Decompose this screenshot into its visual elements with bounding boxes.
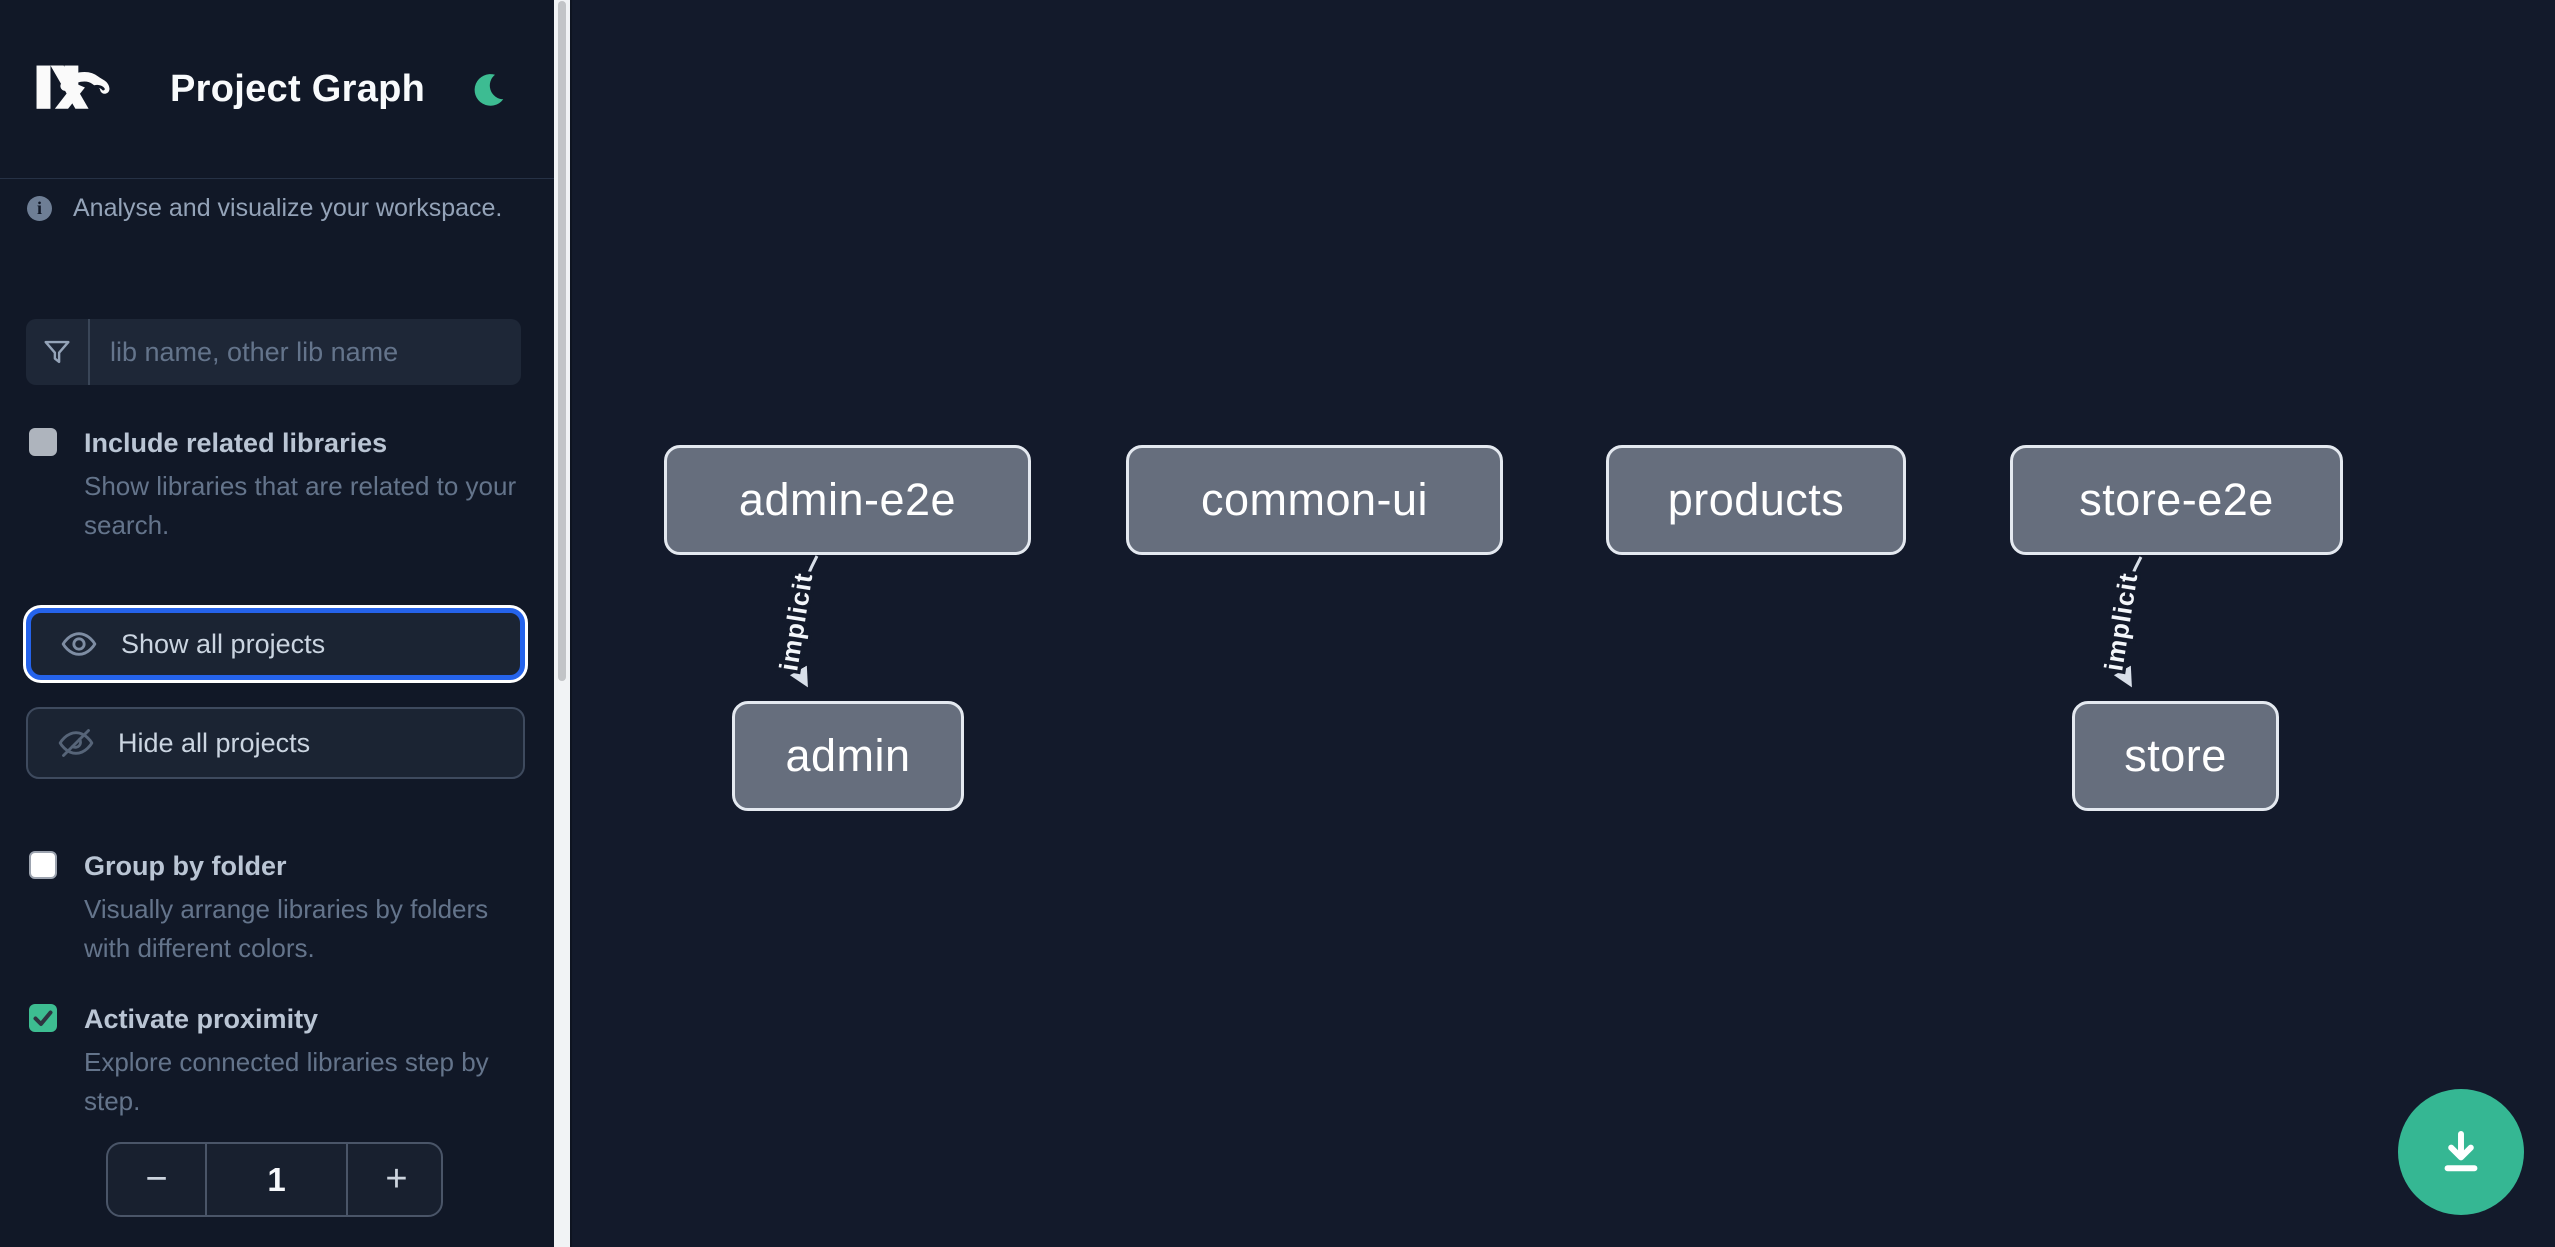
tagline-row: i Analyse and visualize your workspace. bbox=[27, 194, 502, 223]
activate-proximity-description: Explore connected libraries step by step… bbox=[84, 1047, 489, 1116]
graph-node-admin[interactable]: admin bbox=[732, 701, 964, 811]
edge-label: implicit bbox=[773, 570, 818, 672]
increment-button[interactable]: + bbox=[346, 1144, 445, 1215]
moon-icon bbox=[474, 74, 504, 106]
graph-node-store-e2e[interactable]: store-e2e bbox=[2010, 445, 2343, 555]
graph-node-products[interactable]: products bbox=[1606, 445, 1906, 555]
proximity-depth-value: 1 bbox=[267, 1160, 286, 1198]
download-icon bbox=[2444, 1130, 2478, 1172]
sidebar-scrollbar[interactable] bbox=[554, 0, 570, 1247]
group-by-folder-description: Visually arrange libraries by folders wi… bbox=[84, 894, 489, 963]
edge-admin-e2e-admin bbox=[789, 555, 819, 688]
theme-toggle-button[interactable] bbox=[470, 70, 508, 108]
include-related-description: Show libraries that are related to your … bbox=[84, 471, 517, 540]
option-group-by-folder: Group by folder Visually arrange librari… bbox=[29, 851, 529, 968]
show-all-projects-label: Show all projects bbox=[121, 628, 326, 659]
graph-canvas[interactable]: implicit implicit admin-e2e common-ui pr… bbox=[570, 0, 2555, 1247]
check-icon bbox=[33, 1010, 53, 1026]
include-related-checkbox[interactable] bbox=[29, 428, 57, 456]
hide-all-projects-label: Hide all projects bbox=[118, 727, 311, 758]
show-all-projects-button[interactable]: Show all projects bbox=[26, 608, 525, 680]
group-by-folder-label: Group by folder bbox=[84, 851, 287, 881]
filter-box bbox=[26, 319, 521, 385]
download-graph-button[interactable] bbox=[2398, 1089, 2524, 1215]
edge-store-e2e-store bbox=[2113, 556, 2143, 688]
sidebar: Project Graph i Analyse and visualize yo… bbox=[0, 0, 554, 1247]
eye-icon bbox=[61, 632, 97, 656]
group-by-folder-checkbox[interactable] bbox=[29, 851, 57, 879]
nx-logo[interactable] bbox=[24, 56, 118, 122]
graph-node-common-ui[interactable]: common-ui bbox=[1126, 445, 1503, 555]
graph-node-admin-e2e[interactable]: admin-e2e bbox=[664, 445, 1031, 555]
sidebar-scrollbar-thumb[interactable] bbox=[558, 1, 566, 681]
eye-off-icon bbox=[58, 729, 94, 757]
info-icon: i bbox=[27, 196, 52, 221]
activate-proximity-label: Activate proximity bbox=[84, 1004, 319, 1034]
filter-input[interactable] bbox=[90, 319, 521, 385]
sidebar-header: Project Graph bbox=[0, 0, 554, 179]
option-include-related: Include related libraries Show libraries… bbox=[29, 428, 529, 545]
edge-label: implicit bbox=[2098, 570, 2143, 672]
graph-node-store[interactable]: store bbox=[2072, 701, 2279, 811]
graph-edges: implicit implicit bbox=[770, 555, 2147, 688]
proximity-depth-stepper: − 1 + bbox=[106, 1142, 443, 1217]
filter-icon bbox=[26, 319, 90, 385]
decrement-button[interactable]: − bbox=[108, 1144, 207, 1215]
app-title: Project Graph bbox=[170, 67, 426, 110]
include-related-label: Include related libraries bbox=[84, 428, 388, 458]
hide-all-projects-button[interactable]: Hide all projects bbox=[26, 707, 525, 779]
activate-proximity-checkbox[interactable] bbox=[29, 1004, 57, 1032]
tagline-text: Analyse and visualize your workspace. bbox=[73, 194, 503, 222]
option-activate-proximity: Activate proximity Explore connected lib… bbox=[29, 1004, 529, 1121]
